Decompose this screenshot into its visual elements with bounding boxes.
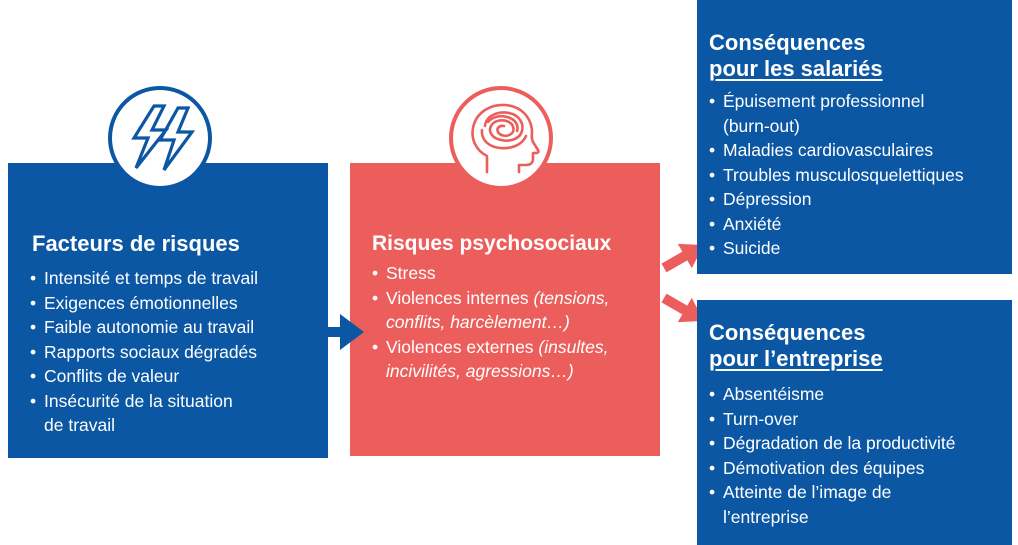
risk-factors-list: Intensité et temps de travail Exigences … bbox=[30, 266, 320, 438]
list-item: Anxiété bbox=[709, 212, 1009, 237]
risk-factors-box: Facteurs de risques Intensité et temps d… bbox=[8, 163, 328, 458]
list-item: Dégradation de la productivité bbox=[709, 431, 1009, 456]
company-consequences-box: Conséquences pour l’entreprise Absentéis… bbox=[697, 300, 1012, 545]
psychosocial-risks-list: Stress Violences internes (tensions,conf… bbox=[372, 261, 657, 384]
list-item: Violences internes (tensions,conflits, h… bbox=[372, 286, 657, 335]
list-item: Conflits de valeur bbox=[30, 364, 320, 389]
list-item: Troubles musculosquelettiques bbox=[709, 163, 1009, 188]
list-item: Suicide bbox=[709, 236, 1009, 261]
employee-consequences-list: Épuisement professionnel(burn-out) Malad… bbox=[709, 89, 1009, 261]
list-item: Épuisement professionnel(burn-out) bbox=[709, 89, 1009, 138]
list-item: Dépression bbox=[709, 187, 1009, 212]
list-item: Atteinte de l’image del’entreprise bbox=[709, 480, 1009, 529]
brain-head-icon bbox=[449, 86, 553, 190]
company-consequences-title: Conséquences pour l’entreprise bbox=[709, 320, 883, 371]
psychosocial-risks-title: Risques psychosociaux bbox=[372, 232, 612, 255]
risk-factors-title: Facteurs de risques bbox=[32, 231, 240, 256]
list-item: Démotivation des équipes bbox=[709, 456, 1009, 481]
list-item: Rapports sociaux dégradés bbox=[30, 340, 320, 365]
list-item: Exigences émotionnelles bbox=[30, 291, 320, 316]
list-item: Maladies cardiovasculaires bbox=[709, 138, 1009, 163]
list-item: Turn-over bbox=[709, 407, 1009, 432]
employee-consequences-title: Conséquences pour les salariés bbox=[709, 30, 883, 81]
employee-consequences-box: Conséquences pour les salariés Épuisemen… bbox=[697, 0, 1012, 274]
arrow-right-icon bbox=[318, 314, 364, 350]
lightning-icon bbox=[108, 86, 212, 190]
company-consequences-list: Absentéisme Turn-over Dégradation de la … bbox=[709, 382, 1009, 529]
psychosocial-risks-box: Risques psychosociaux Stress Violences i… bbox=[350, 163, 660, 456]
list-item: Stress bbox=[372, 261, 657, 286]
list-item: Intensité et temps de travail bbox=[30, 266, 320, 291]
arrow-up-right-icon bbox=[661, 243, 704, 273]
lightning-icon-graphic bbox=[131, 104, 196, 171]
brain-head-icon-graphic bbox=[471, 103, 540, 174]
list-item: Violences externes (insultes,incivilités… bbox=[372, 335, 657, 384]
arrow-down-right-icon bbox=[661, 293, 704, 323]
list-item: Absentéisme bbox=[709, 382, 1009, 407]
list-item: Faible autonomie au travail bbox=[30, 315, 320, 340]
